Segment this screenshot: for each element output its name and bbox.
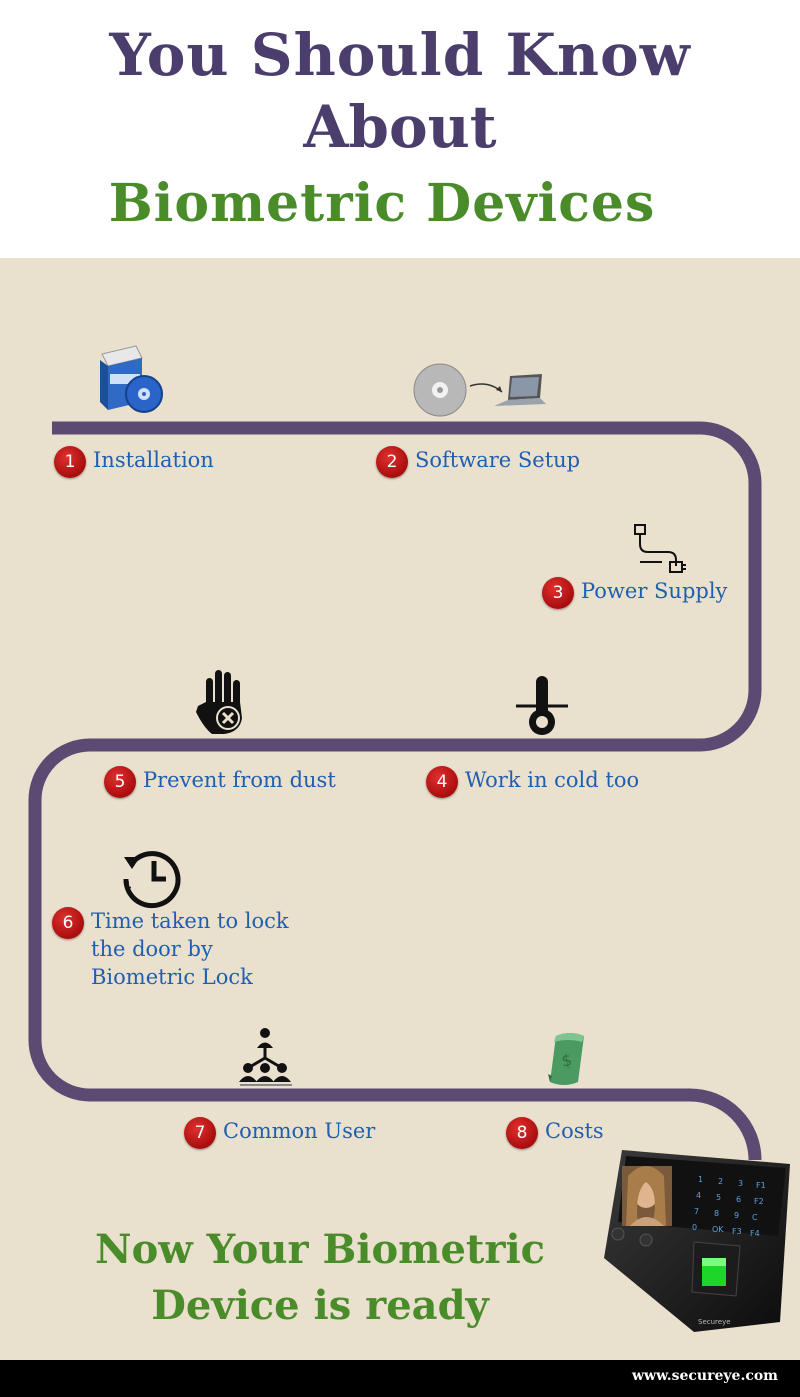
title-line-1: You Should Know	[109, 21, 691, 89]
step-number-badge: 4	[426, 766, 458, 798]
step-number-badge: 8	[506, 1117, 538, 1149]
step-label: Prevent from dust	[143, 768, 336, 792]
step-work-in-cold: 4 Work in cold too	[426, 766, 639, 798]
key-c: C	[752, 1213, 758, 1222]
header: You Should Know About Biometric Devices	[0, 0, 800, 258]
step-number-badge: 5	[104, 766, 136, 798]
key-2: 2	[718, 1177, 723, 1186]
ready-message: Now Your Biometric Device is ready	[95, 1226, 545, 1329]
step-label: Power Supply	[581, 579, 728, 603]
software-box-icon	[100, 345, 163, 413]
step-time-taken: 6 Time taken to lock the door by Biometr…	[52, 907, 311, 991]
money-icon: $	[548, 1033, 584, 1085]
step-label: Common User	[223, 1119, 376, 1143]
step-common-user: 7 Common User	[184, 1117, 375, 1149]
svg-text:$: $	[560, 1050, 574, 1071]
key-6: 6	[736, 1195, 741, 1204]
key-3: 3	[738, 1179, 743, 1188]
key-5: 5	[716, 1193, 721, 1202]
user-hierarchy-icon	[239, 1028, 292, 1086]
key-0: 0	[692, 1223, 697, 1232]
step-prevent-dust: 5 Prevent from dust	[104, 766, 336, 798]
step-power-supply: 3 Power Supply	[542, 577, 727, 609]
step-costs: 8 Costs	[506, 1117, 604, 1149]
step-number-badge: 1	[54, 446, 86, 478]
step-label: Installation	[93, 448, 214, 472]
key-7: 7	[694, 1207, 699, 1216]
footer: www.secureye.com	[0, 1360, 800, 1397]
step-number-badge: 2	[376, 446, 408, 478]
key-ok: OK	[712, 1225, 724, 1234]
thermometer-icon	[516, 676, 568, 735]
step-installation: 1 Installation	[54, 446, 214, 478]
key-f1: F1	[756, 1181, 766, 1190]
step-number-badge: 3	[542, 577, 574, 609]
step-software-setup: 2 Software Setup	[376, 446, 580, 478]
disc-to-laptop-icon	[413, 363, 546, 417]
key-f2: F2	[754, 1197, 764, 1206]
step-label: Costs	[545, 1119, 604, 1143]
step-number-badge: 6	[52, 907, 84, 939]
biometric-device-image: 1 2 3 F1 4 5 6 F2 7 8 9 C 0 OK F3 F4 Sec…	[604, 1150, 790, 1332]
clock-history-icon	[123, 851, 181, 909]
key-1: 1	[698, 1175, 703, 1184]
key-4: 4	[696, 1191, 701, 1200]
key-8: 8	[714, 1209, 719, 1218]
power-plug-icon	[634, 524, 686, 573]
key-9: 9	[734, 1211, 739, 1220]
step-label: Software Setup	[415, 448, 581, 472]
device-brand: Secureye	[698, 1318, 731, 1326]
key-f4: F4	[750, 1229, 760, 1238]
step-label: Work in cold too	[465, 768, 640, 792]
step-label: Time taken to lock the door by Biometric…	[91, 909, 289, 989]
title-line-3: Biometric Devices	[108, 173, 656, 234]
title-line-2: About	[303, 93, 497, 161]
step-number-badge: 7	[184, 1117, 216, 1149]
key-f3: F3	[732, 1227, 742, 1236]
footer-url[interactable]: www.secureye.com	[632, 1368, 778, 1384]
hand-block-icon	[196, 670, 242, 734]
